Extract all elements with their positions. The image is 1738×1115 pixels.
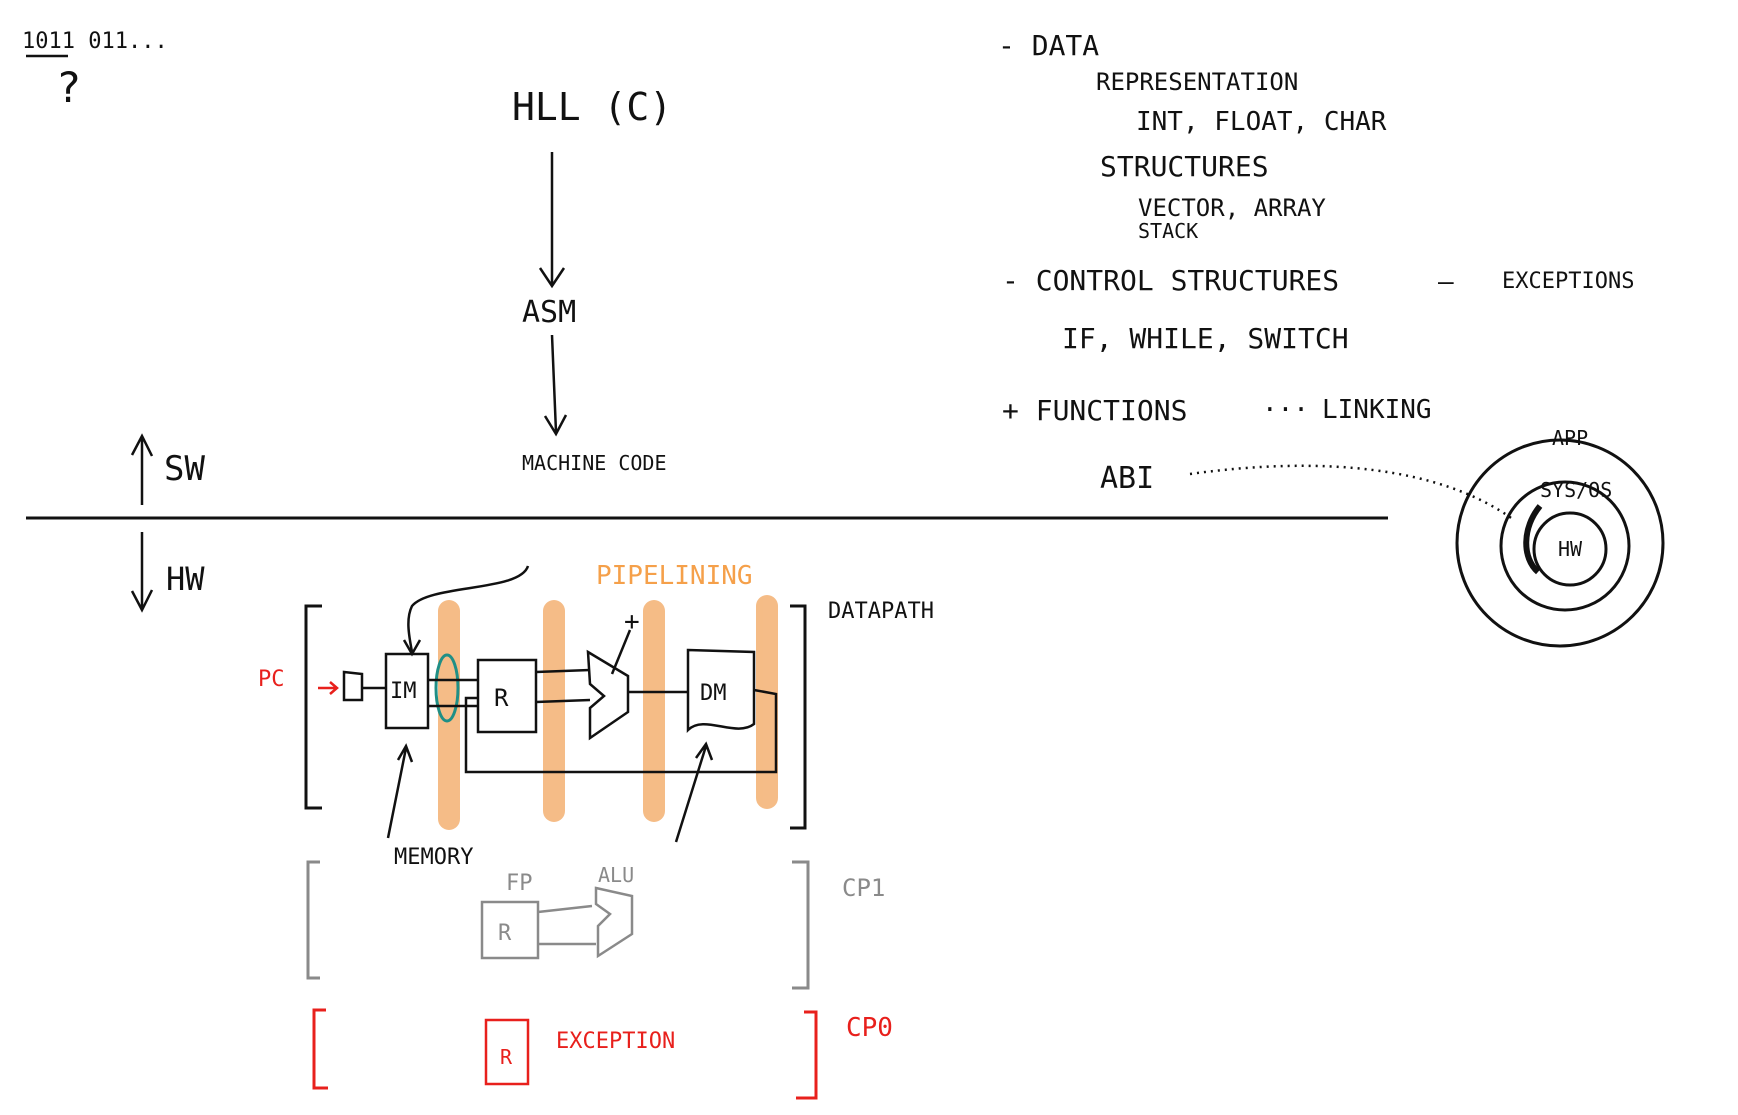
datapath-right-bracket bbox=[790, 604, 807, 830]
app-ring bbox=[1455, 438, 1665, 648]
cp1-right-bracket bbox=[792, 860, 810, 990]
alu-plus-sign: + bbox=[624, 607, 640, 637]
note-structures: STRUCTURES bbox=[1100, 150, 1269, 183]
ring-app-label: APP bbox=[1552, 426, 1588, 450]
note-linking: LINKING bbox=[1322, 395, 1432, 425]
cp0-right-bracket bbox=[796, 1010, 818, 1100]
r-to-alu bbox=[535, 668, 591, 704]
datapath-label: DATAPATH bbox=[828, 599, 934, 624]
note-branches: IF, WHILE, SWITCH bbox=[1062, 322, 1349, 355]
pipeline-bar-4 bbox=[756, 595, 778, 809]
pipelining-label: PIPELINING bbox=[596, 561, 753, 591]
sw-label: SW bbox=[164, 449, 205, 489]
sw-up-arrow bbox=[130, 433, 154, 505]
writeback-loop bbox=[464, 688, 778, 774]
note-types: INT, FLOAT, CHAR bbox=[1136, 107, 1387, 137]
hw-down-arrow bbox=[130, 532, 154, 613]
hw-ring bbox=[1532, 511, 1608, 587]
cp1-alu-shape bbox=[594, 886, 634, 959]
cp0-register bbox=[484, 1018, 530, 1086]
arrow-hll-to-asm bbox=[538, 152, 566, 289]
sys-ring bbox=[1499, 480, 1631, 612]
note-control: - CONTROL STRUCTURES bbox=[1002, 264, 1339, 297]
ring-sys-label: SYS/OS bbox=[1540, 478, 1612, 502]
pc-input-label: PC bbox=[258, 667, 285, 692]
plus-pointer bbox=[610, 629, 632, 675]
cp1-r-to-alu bbox=[537, 904, 596, 946]
pc-arrow bbox=[318, 681, 339, 695]
exception-label: EXCEPTION bbox=[556, 1029, 675, 1054]
note-structures-list: VECTOR, ARRAY bbox=[1138, 194, 1326, 222]
note-dash: — bbox=[1438, 267, 1454, 297]
memory-label: MEMORY bbox=[394, 845, 473, 870]
question-mark: ? bbox=[56, 63, 81, 112]
note-dots: ··· bbox=[1262, 395, 1309, 425]
binary-note: 1011 011... bbox=[22, 29, 168, 54]
im-to-r bbox=[428, 678, 478, 708]
feedback-arrow-to-im bbox=[402, 565, 530, 657]
instruction-memory bbox=[384, 652, 430, 730]
pipeline-stage-bars bbox=[438, 595, 778, 830]
pc-box bbox=[342, 670, 364, 702]
data-memory bbox=[686, 648, 756, 734]
ring-boundary-mark bbox=[1523, 504, 1543, 575]
reg-label: R bbox=[494, 684, 509, 712]
cp1-left-bracket bbox=[306, 860, 320, 980]
hll-label: HLL (C) bbox=[512, 85, 672, 129]
cp0-label: CP0 bbox=[846, 1013, 893, 1043]
ring-hw-label: HW bbox=[1558, 537, 1583, 561]
note-data: - DATA bbox=[998, 29, 1099, 62]
dm-label: DM bbox=[700, 681, 727, 706]
register-file bbox=[476, 658, 538, 734]
cp1-reg-label: R bbox=[498, 921, 512, 946]
asm-label: ASM bbox=[522, 295, 576, 330]
cp1-register bbox=[480, 900, 540, 960]
note-stack: STACK bbox=[1138, 219, 1198, 243]
hw-label: HW bbox=[166, 560, 205, 598]
teal-highlight bbox=[434, 653, 460, 723]
alu-label: ALU bbox=[598, 863, 634, 887]
pipeline-bar-2 bbox=[543, 600, 565, 822]
note-abi: ABI bbox=[1100, 461, 1154, 496]
cp1-label: CP1 bbox=[842, 874, 885, 902]
cp0-reg-label: R bbox=[500, 1045, 513, 1069]
memory-pointer-dm bbox=[674, 741, 714, 843]
note-representation: REPRESENTATION bbox=[1096, 68, 1298, 96]
im-label: IM bbox=[390, 679, 417, 704]
fp-label: FP bbox=[506, 871, 533, 896]
pipeline-bar-3 bbox=[643, 600, 665, 822]
abi-link-dotted bbox=[1189, 464, 1515, 522]
machine-code-label: MACHINE CODE bbox=[522, 451, 667, 475]
memory-pointer-im bbox=[386, 743, 414, 839]
note-functions: + FUNCTIONS bbox=[1002, 394, 1187, 427]
arrow-asm-to-machine-code bbox=[543, 334, 568, 437]
note-exceptions: EXCEPTIONS bbox=[1502, 269, 1634, 294]
alu-shape bbox=[586, 649, 630, 741]
cp0-left-bracket bbox=[312, 1008, 328, 1090]
datapath-left-bracket bbox=[304, 604, 322, 810]
